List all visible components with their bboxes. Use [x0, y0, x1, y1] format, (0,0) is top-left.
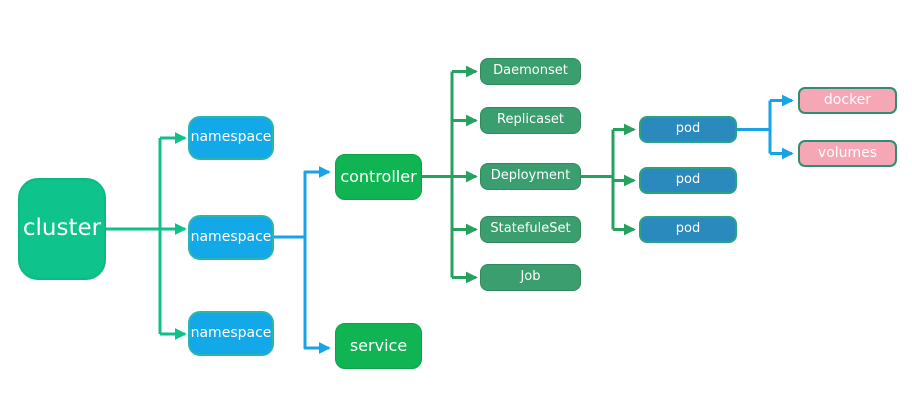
node-job-label: Job	[520, 269, 541, 285]
node-statefuleset: StatefuleSet	[480, 216, 581, 243]
node-replicaset: Replicaset	[480, 107, 581, 134]
node-docker-label: docker	[823, 91, 872, 108]
node-pod-top-label: pod	[675, 121, 701, 137]
node-cluster: cluster	[18, 178, 106, 280]
node-service-label: service	[349, 336, 408, 356]
node-daemonset-label: Daemonset	[493, 63, 568, 79]
node-pod-bottom: pod	[639, 216, 737, 243]
node-namespace-top-label: namespace	[190, 129, 272, 146]
node-namespace-top: namespace	[188, 116, 274, 160]
node-namespace-middle-label: namespace	[190, 228, 272, 245]
node-namespace-bottom: namespace	[188, 311, 274, 356]
node-namespace-middle: namespace	[188, 215, 274, 260]
node-pod-top: pod	[639, 116, 737, 143]
node-deployment-label: Deployment	[490, 168, 571, 184]
node-namespace-bottom-label: namespace	[190, 324, 272, 341]
node-docker: docker	[798, 87, 897, 114]
edge-pod-to-docker-volumes	[737, 94, 794, 160]
edge-controller-to-workloads	[422, 65, 478, 284]
node-pod-bottom-label: pod	[675, 221, 701, 237]
node-statefuleset-label: StatefuleSet	[490, 221, 571, 237]
node-volumes-label: volumes	[817, 144, 878, 161]
node-service: service	[335, 323, 422, 369]
node-pod-middle-label: pod	[675, 172, 701, 188]
node-controller-label: controller	[340, 167, 417, 187]
edge-deployment-to-pods	[581, 123, 636, 236]
node-controller: controller	[335, 154, 422, 200]
edge-namespace-to-controller-service	[274, 166, 331, 354]
node-job: Job	[480, 264, 581, 291]
node-pod-middle: pod	[639, 167, 737, 194]
node-daemonset: Daemonset	[480, 58, 581, 85]
node-deployment: Deployment	[480, 163, 581, 190]
edge-cluster-to-namespaces	[106, 132, 187, 340]
node-cluster-label: cluster	[22, 215, 102, 242]
node-replicaset-label: Replicaset	[497, 112, 564, 128]
node-volumes: volumes	[798, 140, 897, 167]
